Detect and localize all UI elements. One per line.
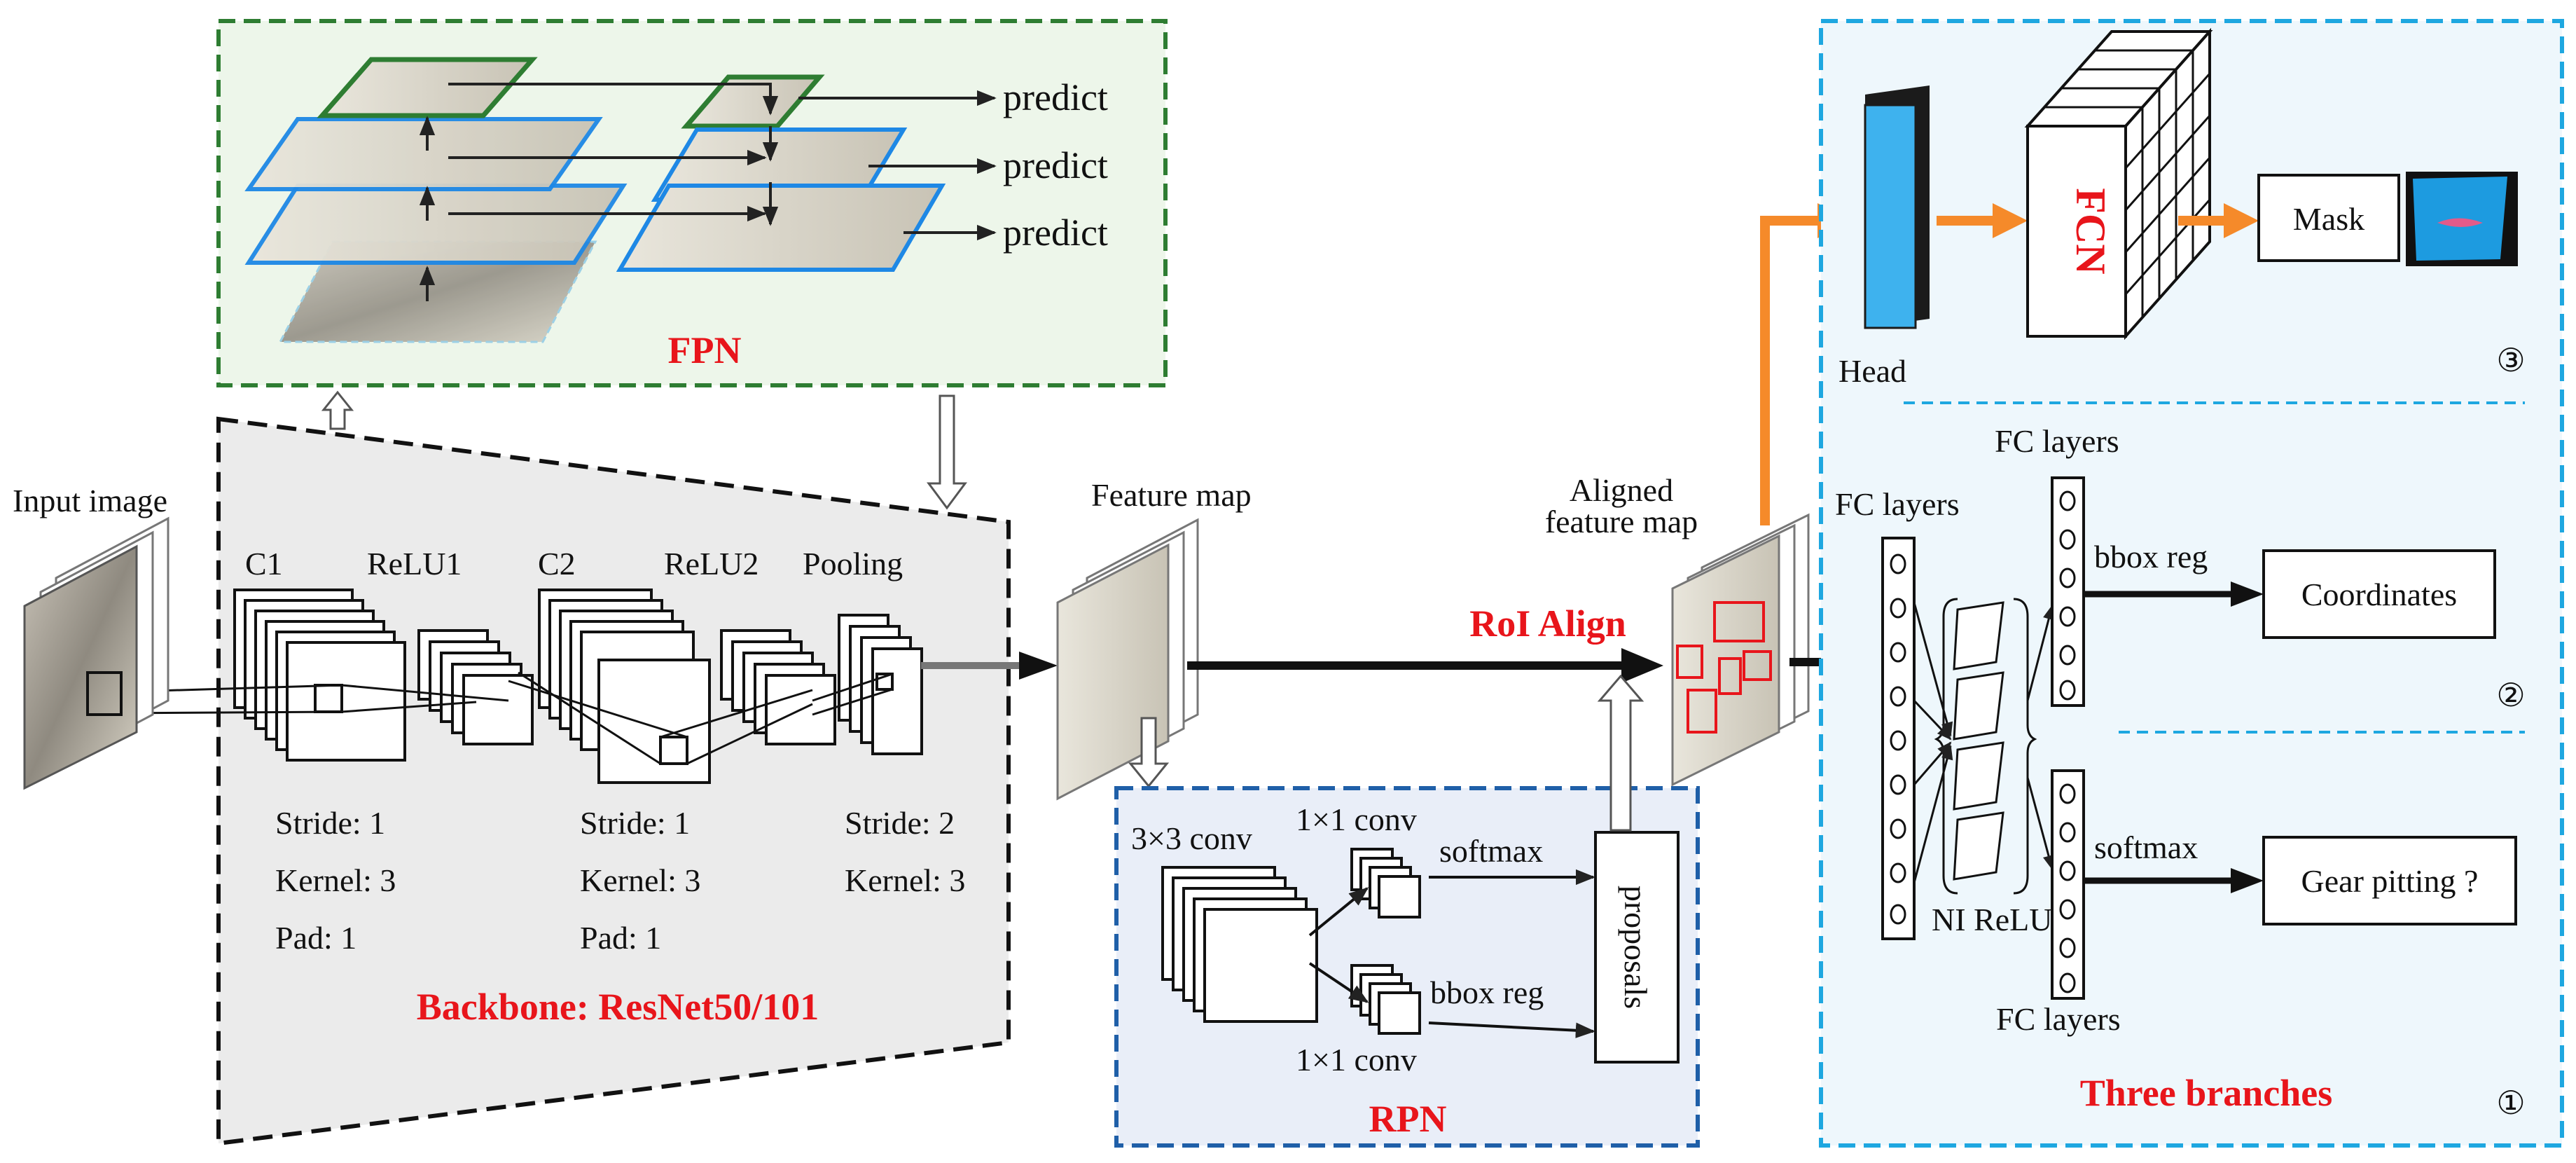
- c1-pad: Pad: 1: [275, 920, 356, 956]
- pool-stride: Stride: 2: [845, 805, 955, 841]
- fpn-left-pyramid: [244, 57, 628, 343]
- predict-label-2: predict: [1003, 144, 1108, 186]
- rpn-softmax-label: softmax: [1439, 833, 1543, 869]
- mask-label: Mask: [2293, 201, 2364, 237]
- head-label: Head: [1838, 353, 1906, 389]
- three-branches-title: Three branches: [2080, 1072, 2333, 1114]
- c1-label: C1: [245, 546, 283, 582]
- ni-relu-block: NI ReLU: [1913, 598, 2055, 937]
- fcn-label: FCN: [2068, 188, 2114, 274]
- fpn-backbone-connectors: [321, 390, 967, 510]
- mask-branch-arrow: [1760, 216, 1821, 525]
- c2-feature-stack: [538, 589, 711, 784]
- c1-stride: Stride: 1: [275, 805, 385, 841]
- fc-layers-bottom-label: FC layers: [1996, 1001, 2121, 1037]
- c2-stride: Stride: 1: [580, 805, 690, 841]
- bbox-reg-label: bbox reg: [2094, 539, 2208, 574]
- relu2-label: ReLU2: [664, 546, 759, 582]
- feature-to-rpn-arrow: [1128, 717, 1170, 788]
- head-block: [1864, 104, 1917, 329]
- coordinates-label: Coordinates: [2301, 577, 2457, 612]
- aligned-label-2: feature map: [1545, 504, 1698, 539]
- ni-relu-label: NI ReLU: [1932, 902, 2052, 937]
- aligned-feature-map: Aligned feature map: [1545, 472, 1810, 787]
- coordinates-box: [2262, 549, 2496, 639]
- input-image-label: Input image: [13, 483, 167, 518]
- proposals-up-arrow: [1597, 674, 1644, 832]
- receptive-field-lines: [110, 671, 893, 765]
- rpn-bbox-reg-label: bbox reg: [1430, 975, 1544, 1010]
- c2-label: C2: [538, 546, 576, 582]
- relu1-feature-stack: [417, 629, 534, 745]
- fpn-panel: predict predict predict FPN: [216, 19, 1168, 387]
- pooling-label: Pooling: [803, 546, 903, 582]
- conv3-stack: [1161, 866, 1318, 1023]
- branch-number-3: ③: [2496, 343, 2525, 378]
- fc-layers-top-label: FC layers: [1995, 423, 2119, 459]
- c1-kernel: Kernel: 3: [275, 862, 396, 898]
- relu2-feature-stack: [720, 629, 836, 745]
- backbone-title: Backbone: ResNet50/101: [417, 986, 819, 1028]
- proposals-label: proposals: [1618, 886, 1654, 1009]
- fpn-right-pyramid: [616, 74, 946, 272]
- c2-kernel: Kernel: 3: [580, 862, 700, 898]
- backbone-panel: C1 ReLU1 C2 ReLU2 Pooling: [110, 416, 1011, 1146]
- rpn-panel: 3×3 conv 1×1 conv 1×1 conv softmax bbox …: [1114, 786, 1700, 1148]
- conv1-bottom-label: 1×1 conv: [1296, 1042, 1417, 1078]
- branch-number-1: ①: [2496, 1085, 2525, 1121]
- three-branches-panel: Head: [1819, 19, 2564, 1148]
- fpn-title: FPN: [668, 329, 742, 371]
- input-image: Input image: [13, 483, 169, 790]
- aligned-label-1: Aligned: [1570, 472, 1673, 508]
- branch-number-2: ②: [2496, 677, 2525, 713]
- conv3-label: 3×3 conv: [1131, 820, 1252, 856]
- fc-layer-top-right: [2051, 476, 2085, 707]
- mask-box: [2257, 174, 2400, 262]
- mask-branch: Head: [1838, 27, 2526, 389]
- conv1-top-label: 1×1 conv: [1296, 801, 1417, 837]
- fc-layer-left: [1881, 537, 1916, 940]
- proposals-box: [1594, 831, 1680, 1064]
- fcn-block: FCN: [2024, 27, 2213, 340]
- gear-pitting-box: [2262, 836, 2517, 925]
- feature-map-label: Feature map: [1091, 477, 1252, 513]
- fc-layer-bottom-right: [2051, 769, 2085, 1000]
- fc-layers-left-label: FC layers: [1835, 486, 1960, 522]
- relu1-label: ReLU1: [367, 546, 462, 582]
- gear-pitting-label: Gear pitting ?: [2301, 863, 2479, 899]
- conv1-bottom-stack: [1350, 964, 1421, 1035]
- rpn-title: RPN: [1369, 1098, 1447, 1140]
- roi-align-label: RoI Align: [1469, 603, 1626, 645]
- softmax-label: softmax: [2094, 830, 2198, 865]
- predict-label-1: predict: [1003, 76, 1108, 118]
- predict-label-3: predict: [1003, 212, 1108, 254]
- pool-kernel: Kernel: 3: [845, 862, 965, 898]
- c2-pad: Pad: 1: [580, 920, 661, 956]
